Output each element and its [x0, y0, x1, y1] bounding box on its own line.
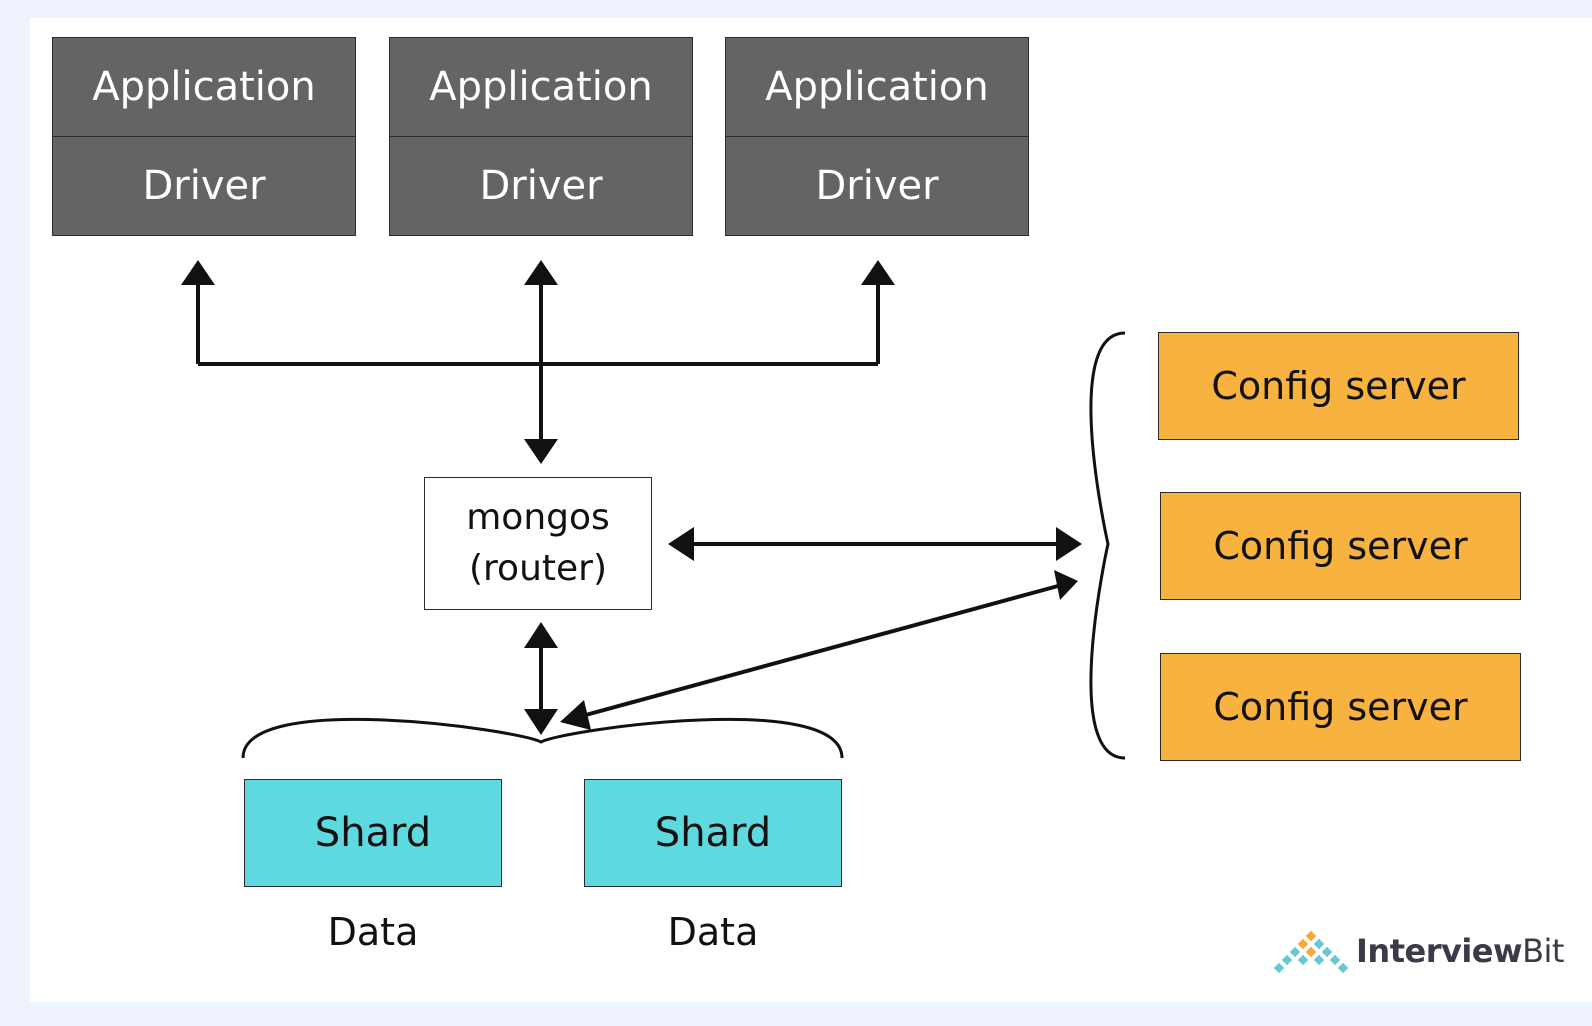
config-brace — [1089, 331, 1126, 760]
application-box: Application — [726, 38, 1028, 137]
interviewbit-logo: InterviewBit — [1272, 928, 1564, 974]
arrowhead-router-bottom — [524, 622, 558, 648]
arrowhead-router-top — [524, 439, 558, 464]
arrowhead-router-left — [668, 527, 694, 561]
router-name: mongos — [466, 497, 610, 539]
arrowhead-app-3 — [861, 260, 895, 285]
shard-box-1: Shard — [244, 779, 502, 887]
logo-diamond-icon — [1272, 929, 1350, 974]
config-server-3: Config server — [1160, 653, 1521, 761]
app-stack-3: Application Driver — [725, 37, 1029, 236]
config-server-1: Config server — [1158, 332, 1519, 440]
driver-box: Driver — [815, 162, 939, 209]
mongos-router-box: mongos (router) — [424, 477, 652, 610]
arrowhead-diagonal-config — [1054, 570, 1078, 600]
shard-config-arrow — [581, 584, 1059, 718]
arrowhead-config-right — [1056, 527, 1082, 561]
config-server-2: Config server — [1160, 492, 1521, 600]
arrowhead-diagonal-shard — [560, 700, 591, 730]
arrowhead-app-2 — [524, 260, 558, 285]
router-role: (router) — [468, 547, 607, 589]
app-stack-1: Application Driver — [52, 37, 356, 236]
arrowhead-shard-top — [524, 709, 558, 735]
application-box: Application — [53, 38, 355, 137]
shard-data-label-2: Data — [667, 910, 759, 954]
driver-box: Driver — [142, 162, 266, 209]
shard-data-label-1: Data — [327, 910, 419, 954]
driver-box: Driver — [479, 162, 603, 209]
shard-box-2: Shard — [584, 779, 842, 887]
shard-brace — [241, 717, 844, 759]
logo-wordmark: InterviewBit — [1356, 932, 1564, 970]
arrowhead-app-1 — [181, 260, 215, 285]
app-stack-2: Application Driver — [389, 37, 693, 236]
application-box: Application — [390, 38, 692, 137]
